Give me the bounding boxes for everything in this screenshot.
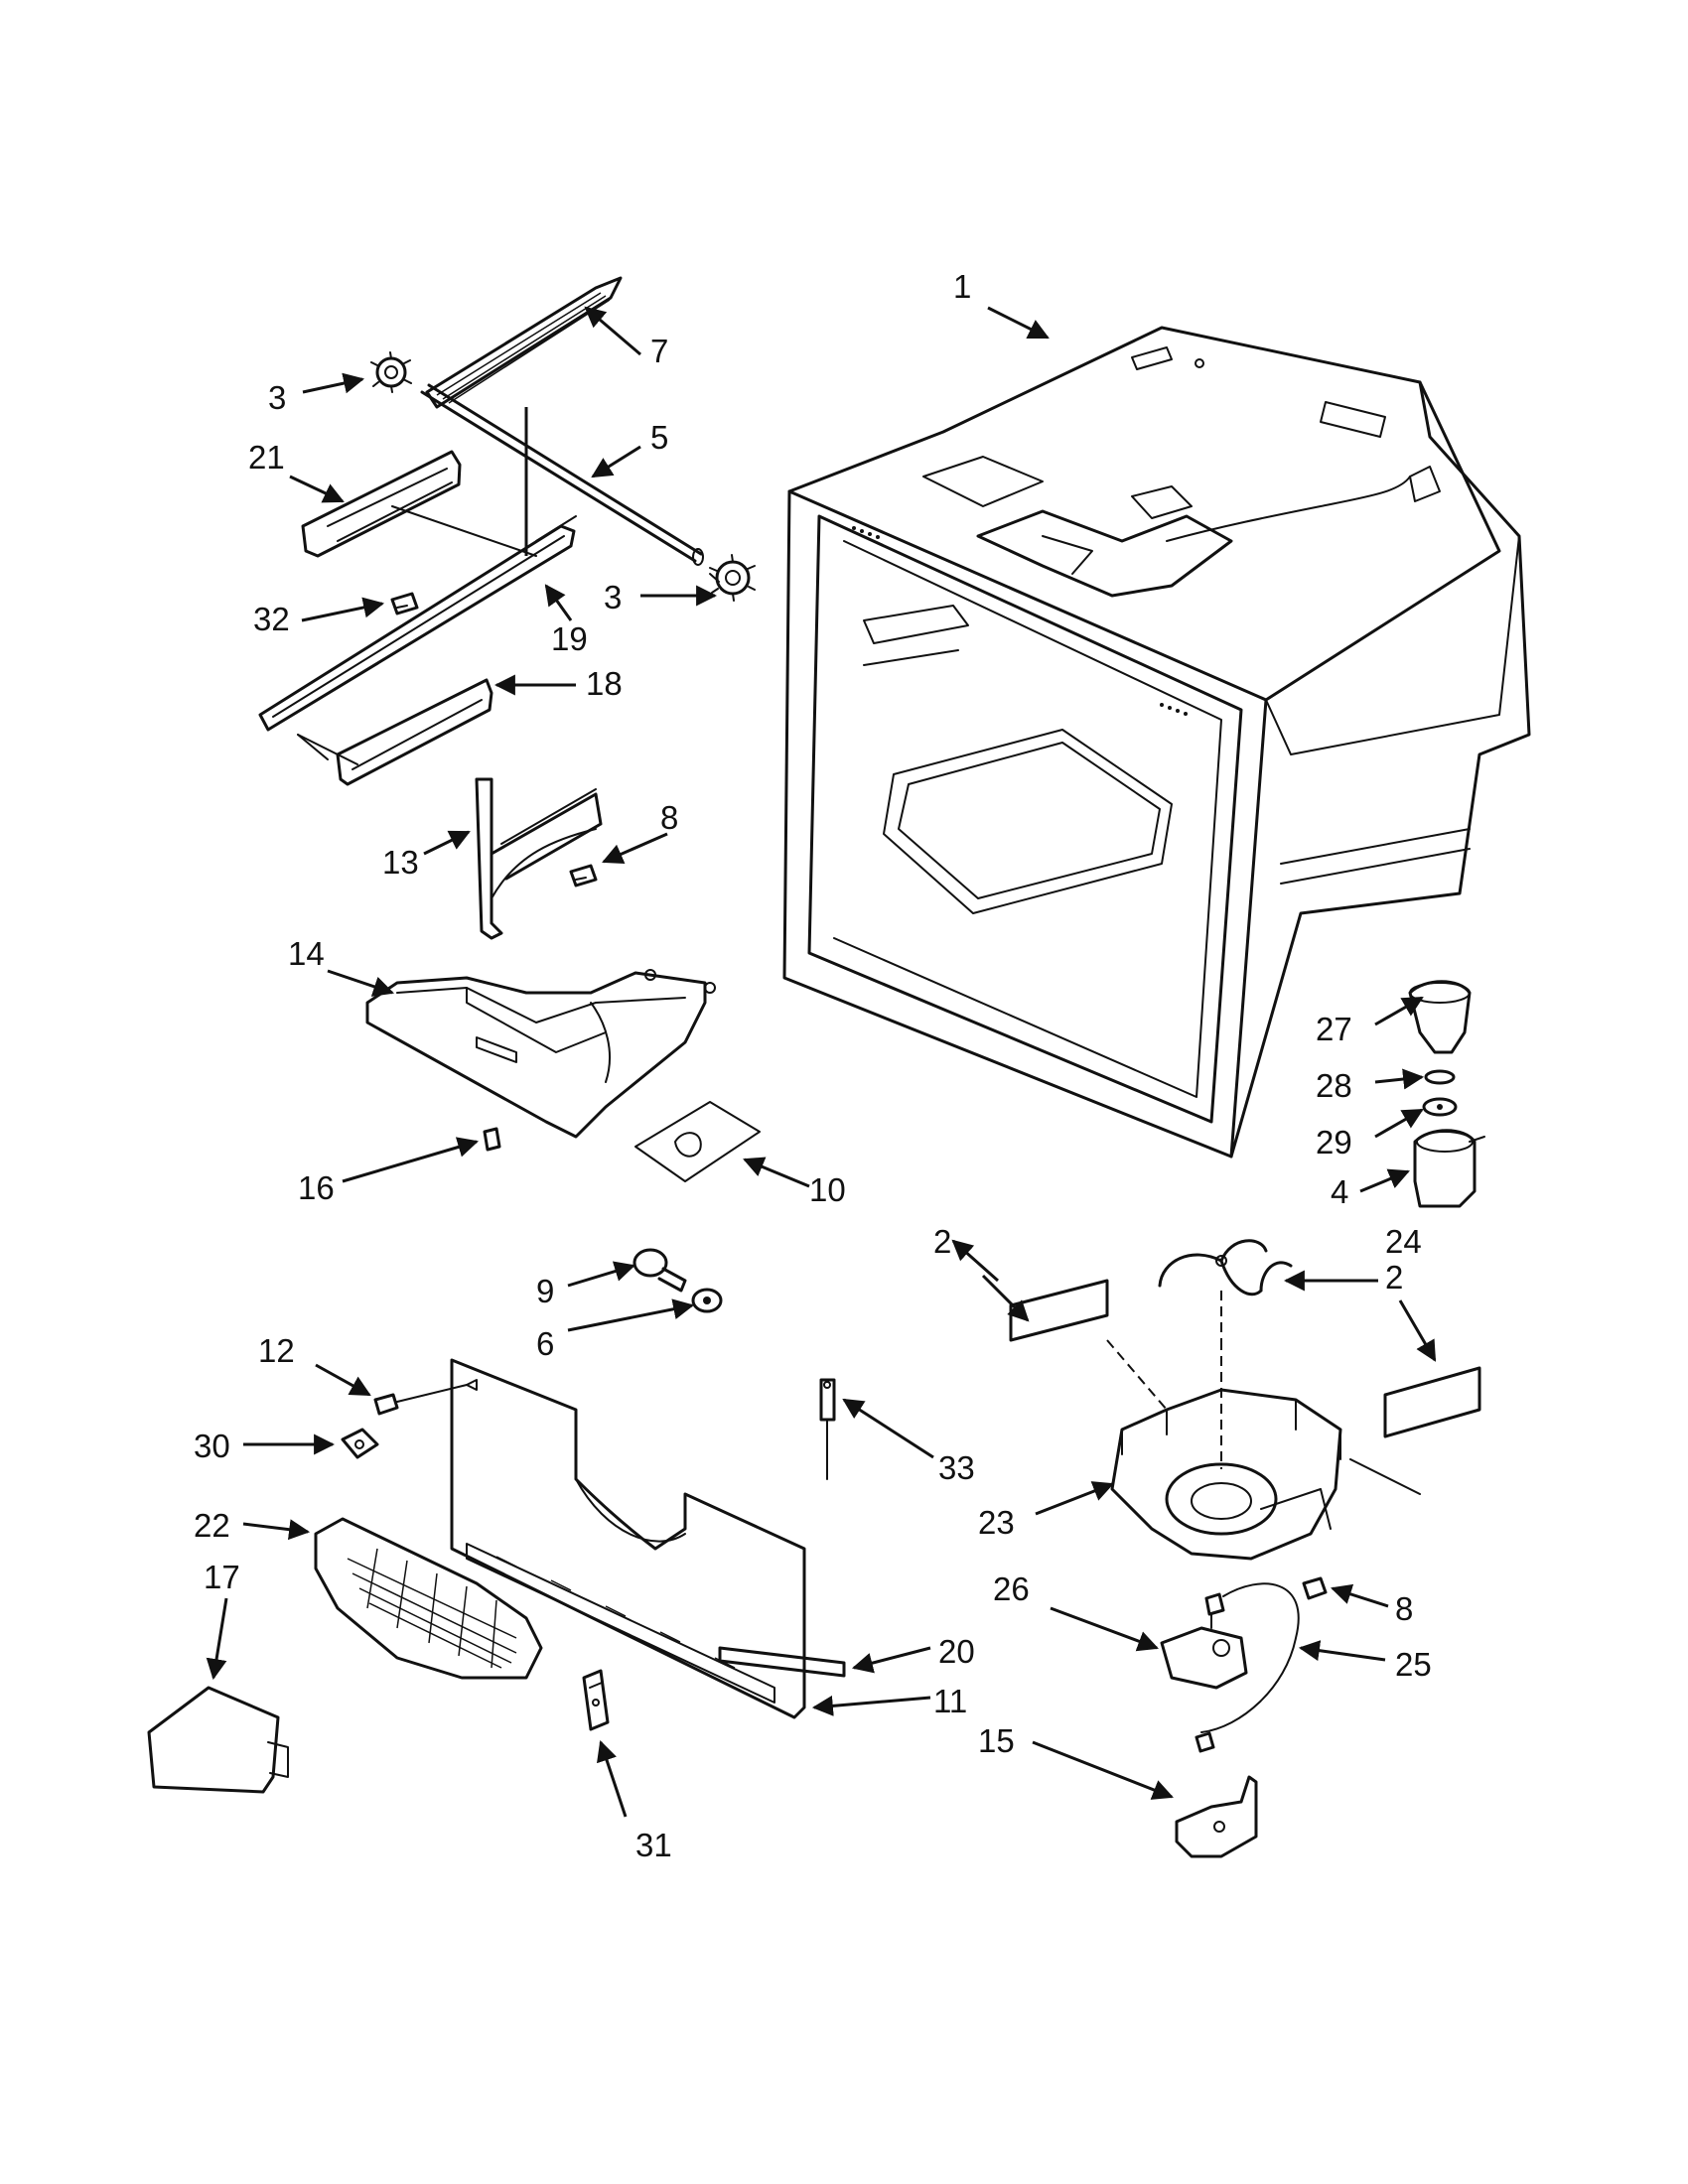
callout-9: 9 [536, 1273, 554, 1309]
callout-13: 13 [382, 844, 419, 881]
callout-21: 21 [248, 439, 285, 476]
callout-26: 26 [993, 1570, 1030, 1607]
part-33-sensor [819, 1378, 836, 1480]
part-11-rear-panel [450, 1358, 806, 1719]
part-1-freezer-housing [782, 326, 1531, 1159]
callout-16: 16 [298, 1169, 335, 1206]
part-24-fan-blade [1158, 1239, 1293, 1340]
part-19-slide-rail [258, 407, 577, 760]
callout-14: 14 [288, 935, 325, 972]
callout-24: 24 [1385, 1223, 1422, 1260]
callout-31: 31 [635, 1827, 672, 1863]
part-20-strip [718, 1646, 846, 1678]
callout-27: 27 [1316, 1011, 1352, 1047]
callout-3-lower: 3 [604, 579, 622, 615]
part-22-grille [314, 1517, 543, 1680]
part-29-grommet [1422, 1097, 1458, 1117]
part-8-screw-lower [1302, 1576, 1328, 1600]
part-8-screw-upper [569, 864, 598, 887]
callout-23: 23 [978, 1504, 1015, 1541]
callout-20: 20 [938, 1633, 975, 1670]
part-27-cap [1408, 980, 1472, 1054]
callout-29: 29 [1316, 1124, 1352, 1160]
callout-8-lower: 8 [1395, 1590, 1413, 1627]
part-23-fan-housing [1106, 1339, 1421, 1561]
callout-30: 30 [194, 1428, 230, 1464]
part-9-bulb [633, 1248, 687, 1293]
part-7-rail-top [425, 276, 623, 409]
callout-18: 18 [586, 665, 623, 702]
part-28-oring [1424, 1069, 1456, 1085]
callout-32: 32 [253, 601, 290, 637]
part-14-drawer-cover [365, 969, 716, 1139]
callout-28: 28 [1316, 1067, 1352, 1104]
callout-5: 5 [650, 419, 668, 456]
callout-6: 6 [536, 1325, 554, 1362]
part-16-clip [483, 1127, 501, 1152]
part-2-insulation-right [1383, 1366, 1481, 1438]
callout-12: 12 [258, 1332, 295, 1369]
part-13-support-bracket [475, 777, 603, 940]
part-25-wire [1200, 1582, 1300, 1733]
part-10-label [634, 1101, 761, 1182]
callout-25: 25 [1395, 1646, 1432, 1683]
part-21-slide-bracket [301, 450, 462, 558]
callout-2-right: 2 [1385, 1259, 1403, 1296]
part-18-slide-bracket [297, 678, 493, 786]
callout-8-upper: 8 [660, 799, 678, 836]
part-17-tray [147, 1686, 289, 1794]
part-6-socket [691, 1288, 723, 1313]
callout-7: 7 [650, 333, 668, 369]
part-32-screw [390, 592, 419, 615]
leader-arrows [206, 306, 1437, 1818]
part-5-shaft [420, 383, 704, 566]
callout-1: 1 [953, 268, 971, 305]
callout-2-left: 2 [933, 1223, 951, 1260]
part-31-connector [582, 1669, 610, 1731]
callout-11: 11 [933, 1683, 967, 1719]
callout-17: 17 [204, 1559, 240, 1595]
callout-33: 33 [938, 1449, 975, 1486]
part-3-gear-lower [709, 554, 756, 602]
callout-10: 10 [809, 1171, 846, 1208]
part-3-gear-upper [370, 351, 412, 393]
callout-3-upper: 3 [268, 379, 286, 416]
callout-4: 4 [1331, 1173, 1348, 1210]
callout-labels: 1 2 2 3 3 4 5 6 7 8 8 9 10 11 12 13 14 1… [194, 268, 1432, 1863]
part-2-insulation-left [1009, 1279, 1109, 1342]
callout-19: 19 [551, 620, 588, 657]
part-12-screw [373, 1384, 468, 1416]
part-15-bracket [1175, 1731, 1258, 1858]
part-4-duct [1413, 1129, 1485, 1208]
callout-22: 22 [194, 1507, 230, 1544]
part-30-switch [341, 1428, 379, 1459]
callout-15: 15 [978, 1722, 1015, 1759]
part-26-motor [1160, 1592, 1248, 1690]
